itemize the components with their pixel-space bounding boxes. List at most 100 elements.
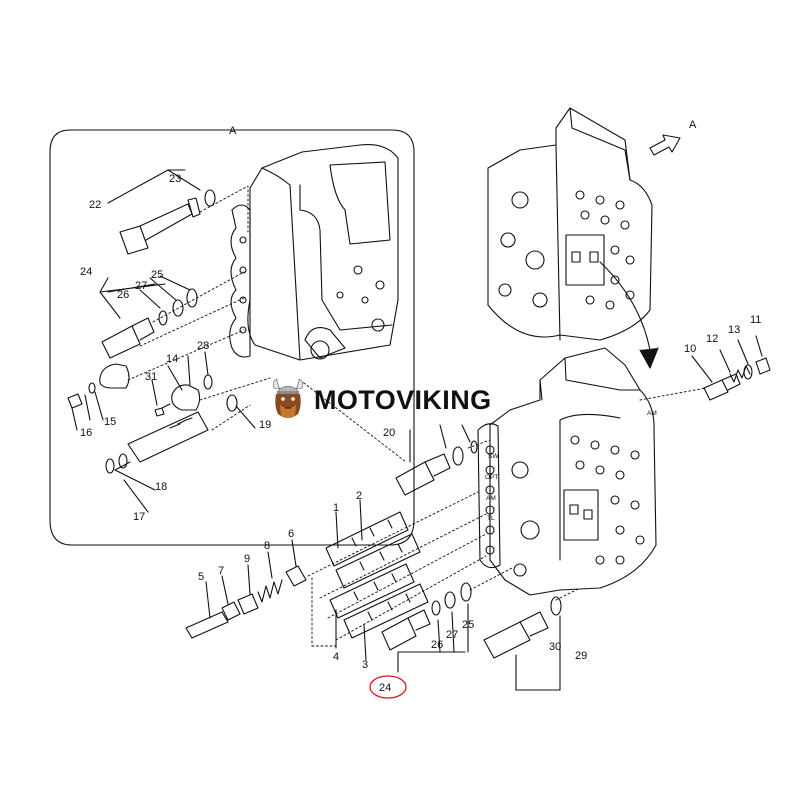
- callout-23: 23: [169, 173, 181, 185]
- callout-10: 10: [684, 343, 696, 355]
- callout-29: 29: [575, 650, 587, 662]
- o-ring-19: [226, 394, 238, 412]
- pin-5: [185, 611, 229, 639]
- spool-1: [325, 511, 409, 567]
- bolt-31: [154, 403, 171, 417]
- port-label-sw: SW: [488, 453, 499, 460]
- callout-8: 8: [264, 540, 270, 552]
- callout-31: 31: [145, 371, 157, 383]
- callout-7: 7: [218, 565, 224, 577]
- callout-5: 5: [198, 571, 204, 583]
- o-ring-30: [550, 596, 562, 616]
- inset-plug-22: [119, 197, 201, 255]
- callout-19: 19: [259, 419, 271, 431]
- cover-14b: [171, 384, 201, 411]
- cap-6: [285, 565, 307, 587]
- leader-20: [409, 424, 471, 463]
- inset-assembly-lines: [127, 185, 271, 431]
- callout-27: 27: [446, 629, 458, 641]
- relief-valve-29: [483, 611, 549, 659]
- o-ring-20a: [452, 446, 464, 466]
- port-label-am: AM: [486, 495, 496, 502]
- view-a-arrow: [649, 134, 681, 156]
- callout-13: 13: [728, 324, 740, 336]
- relief-valve-20: [395, 453, 451, 496]
- inset-spool-17: [127, 411, 209, 463]
- inset-valve-body: [229, 143, 399, 361]
- spacer-9: [237, 593, 259, 615]
- callout-15: 15: [104, 416, 116, 428]
- plug-11: [755, 357, 771, 375]
- inset-leader-lines: [71, 169, 256, 513]
- callout-3: 3: [362, 659, 368, 671]
- spool-leaders: [335, 499, 367, 661]
- spool-end-leaders: [205, 539, 297, 619]
- relief-valve-24: [381, 609, 431, 651]
- main-valve-body: [477, 347, 657, 596]
- spring-12: [729, 365, 751, 383]
- callout-14: 14: [166, 353, 178, 365]
- callout-20: 20: [383, 427, 395, 439]
- top-valve-body: [487, 107, 653, 341]
- o-ring-25b: [460, 582, 472, 602]
- callout-24: 24: [379, 682, 391, 694]
- o-ring-26: [158, 310, 168, 326]
- callout-17: 17: [133, 511, 145, 523]
- washer-7: [221, 601, 241, 621]
- inset-relief-valve-24: [101, 317, 155, 359]
- leader-29: [515, 615, 561, 691]
- callout-12: 12: [706, 333, 718, 345]
- callout-A-inset: A: [229, 125, 237, 137]
- callout-28: 28: [197, 340, 209, 352]
- highlight-circle-24: [369, 675, 407, 699]
- callout-9: 9: [244, 553, 250, 565]
- callout-A-view: A: [689, 119, 697, 131]
- callout-18: 18: [155, 481, 167, 493]
- o-ring-13: [743, 364, 753, 380]
- callout-16: 16: [80, 427, 92, 439]
- o-ring-18: [105, 458, 115, 474]
- callout-6: 6: [288, 528, 294, 540]
- cover-14: [99, 363, 130, 389]
- rotation-arrow-head: [639, 347, 659, 369]
- callout-22: 22: [89, 199, 101, 211]
- o-ring-18b: [118, 453, 128, 469]
- callout-1: 1: [333, 502, 339, 514]
- rotation-arrow: [599, 261, 651, 351]
- right-leader-lines: [691, 335, 763, 383]
- spring-8: [257, 579, 283, 603]
- callout-25-inset: 25: [151, 269, 163, 281]
- callout-24-inset: 24: [80, 266, 92, 278]
- port-label-opt: OPT: [485, 474, 498, 481]
- o-ring-26b: [431, 600, 441, 616]
- o-ring-23: [204, 189, 216, 207]
- plug-16: [67, 393, 83, 409]
- brand-name: MOTOVIKING: [314, 384, 492, 415]
- callout-11: 11: [750, 314, 761, 326]
- spool-2: [335, 533, 421, 589]
- port-label-am-right: AM: [647, 410, 657, 417]
- viking-mascot-logo: [273, 378, 303, 418]
- o-ring-27b: [444, 591, 456, 609]
- detail-a-frame: [49, 129, 415, 546]
- callout-4: 4: [333, 651, 339, 663]
- o-ring-28: [203, 374, 213, 390]
- callout-2: 2: [356, 490, 362, 502]
- callout-30: 30: [549, 641, 561, 653]
- leader-24: [397, 603, 469, 673]
- o-ring-20b: [470, 440, 478, 454]
- callout-26-inset: 26: [117, 289, 129, 301]
- o-ring-15: [88, 382, 96, 394]
- right-valve-10: [703, 373, 741, 401]
- o-ring-25: [186, 288, 198, 308]
- port-label-tl: TL: [487, 515, 495, 522]
- brand-watermark: MOTOVIKING: [268, 377, 492, 423]
- spool-3: [329, 563, 415, 619]
- main-assembly-lines: [299, 379, 707, 647]
- callout-26: 26: [431, 639, 443, 651]
- callout-25: 25: [462, 619, 474, 631]
- o-ring-27: [172, 299, 184, 317]
- callout-27-inset: 27: [135, 280, 147, 292]
